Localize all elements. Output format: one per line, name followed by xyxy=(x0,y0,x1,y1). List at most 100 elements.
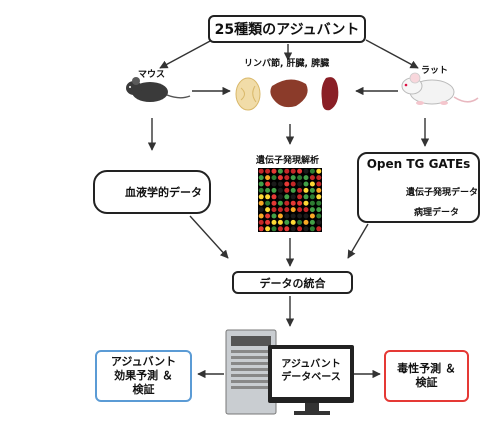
microarray-spot xyxy=(258,226,264,232)
microarray-spot xyxy=(277,187,283,193)
microarray-spot xyxy=(271,187,277,193)
arrow-blood-to-integration xyxy=(189,215,229,259)
microarray-spot xyxy=(284,213,290,219)
microarray-spot xyxy=(258,207,264,213)
microarray-spot xyxy=(284,207,290,213)
microarray-spot xyxy=(316,207,322,213)
microarray-spot xyxy=(265,219,271,225)
microarray-spot xyxy=(303,175,309,181)
microarray-spot xyxy=(271,207,277,213)
tg-pathology-data: 病理データ xyxy=(414,208,460,218)
microarray-spot xyxy=(284,200,290,206)
rat-label: ラット xyxy=(421,66,449,76)
liver-icon xyxy=(270,79,308,108)
microarray-spot xyxy=(271,219,277,225)
microarray-spot xyxy=(297,168,303,174)
microarray-spot xyxy=(303,181,309,187)
microarray-spot xyxy=(297,213,303,219)
gene-expression-label: 遺伝子発現解析 xyxy=(256,156,320,166)
microarray-spot xyxy=(290,181,296,187)
microarray-spot xyxy=(271,168,277,174)
microarray-spot xyxy=(277,207,283,213)
microarray-spot xyxy=(316,168,322,174)
microarray-spot xyxy=(297,200,303,206)
microarray-spot xyxy=(284,168,290,174)
mouse-icon xyxy=(126,77,191,102)
microarray-spot xyxy=(258,194,264,200)
microarray-spot xyxy=(277,194,283,200)
microarray-spot xyxy=(271,181,277,187)
open-tg-gates-title: Open TG GATEs xyxy=(366,157,471,171)
efficacy-line3: 検証 xyxy=(132,383,155,396)
microarray-spot xyxy=(284,187,290,193)
arrow-title-to-mouse xyxy=(159,39,213,69)
microarray-spot xyxy=(316,175,322,181)
microarray-spot xyxy=(297,175,303,181)
toxicity-prediction-box: 毒性予測 ＆ 検証 xyxy=(384,350,469,402)
microarray-spot xyxy=(271,226,277,232)
microarray-spot xyxy=(284,181,290,187)
data-integration-box: データの統合 xyxy=(232,271,353,294)
title-box: 25種類のアジュバント xyxy=(208,15,366,43)
blood-data-label: 血液学的データ xyxy=(125,186,202,199)
microarray-spot xyxy=(303,219,309,225)
microarray-spot xyxy=(309,187,315,193)
microarray-spot xyxy=(277,175,283,181)
microarray-spot xyxy=(303,187,309,193)
microarray-spot xyxy=(271,213,277,219)
microarray-spot xyxy=(265,207,271,213)
microarray-spot xyxy=(265,200,271,206)
microarray-spot xyxy=(309,175,315,181)
database-label-line1: アジュバント xyxy=(281,359,341,370)
microarray-spot xyxy=(284,226,290,232)
microarray-spot xyxy=(277,226,283,232)
microarray-spot xyxy=(265,187,271,193)
organs-label: リンパ節, 肝臓, 脾臓 xyxy=(244,59,330,69)
spleen-icon xyxy=(321,77,339,111)
mouse-label: マウス xyxy=(138,70,166,80)
lymph-node-icon xyxy=(235,77,261,111)
microarray-spot xyxy=(290,226,296,232)
microarray-spot xyxy=(309,181,315,187)
microarray-spot xyxy=(290,187,296,193)
microarray-spot xyxy=(303,207,309,213)
microarray-spot xyxy=(284,175,290,181)
microarray-spot xyxy=(297,187,303,193)
efficacy-line1: アジュバント xyxy=(110,355,177,368)
microarray-spot xyxy=(258,219,264,225)
open-tg-gates-box: Open TG GATEs 遺伝子発現データ 病理データ xyxy=(357,152,480,223)
microarray-spot xyxy=(290,168,296,174)
microarray-spot xyxy=(309,168,315,174)
microarray-spot xyxy=(316,226,322,232)
microarray-spot xyxy=(316,194,322,200)
microarray-spot xyxy=(265,226,271,232)
microarray-spot xyxy=(258,181,264,187)
microarray-spot xyxy=(316,200,322,206)
microarray-spot xyxy=(271,200,277,206)
microarray-spot xyxy=(265,175,271,181)
microarray-spot xyxy=(316,213,322,219)
efficacy-line2: 効果予測 ＆ xyxy=(114,369,173,382)
microarray-spot xyxy=(303,213,309,219)
microarray-spot xyxy=(277,168,283,174)
microarray-spot xyxy=(258,187,264,193)
database-label-line2: データベース xyxy=(281,372,341,383)
server-icon xyxy=(225,329,277,415)
microarray-spot xyxy=(297,226,303,232)
title-text: 25種類のアジュバント xyxy=(214,22,360,38)
microarray-spot xyxy=(290,194,296,200)
toxicity-line2: 検証 xyxy=(415,376,438,389)
microarray-spot xyxy=(303,194,309,200)
blood-data-box: 血液学的データ xyxy=(93,170,211,214)
microarray-spot xyxy=(265,213,271,219)
microarray-spot xyxy=(303,200,309,206)
microarray-spot xyxy=(258,213,264,219)
microarray-spot xyxy=(309,207,315,213)
microarray-spot xyxy=(297,194,303,200)
microarray-spot xyxy=(271,175,277,181)
microarray-spot xyxy=(265,181,271,187)
microarray-spot xyxy=(277,181,283,187)
microarray-spot xyxy=(284,194,290,200)
adjuvant-database-label: アジュバント データベース xyxy=(277,358,345,384)
